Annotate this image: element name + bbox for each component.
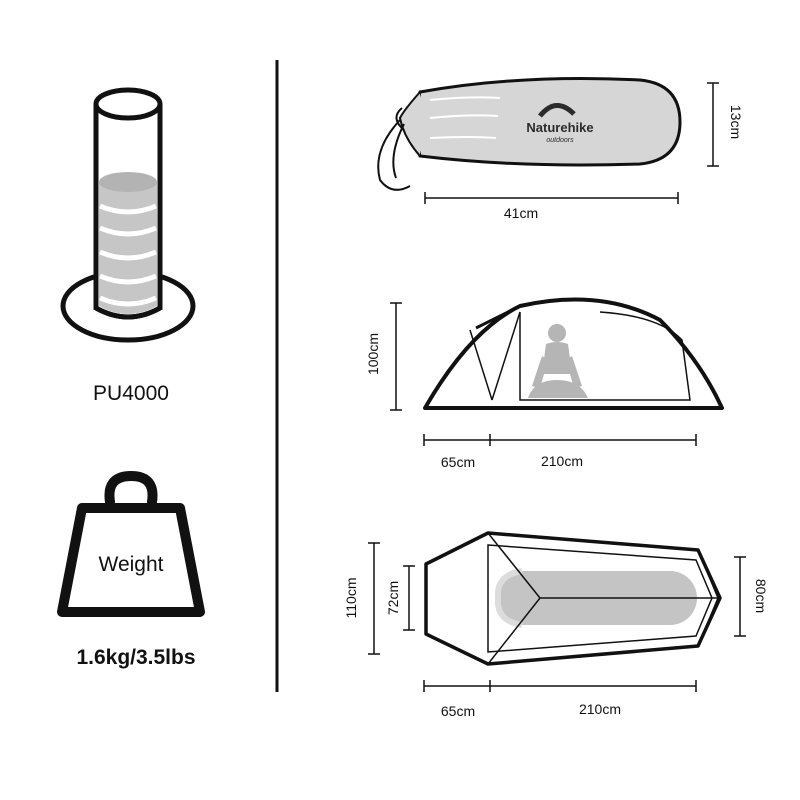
top-length-dimension: [423, 680, 697, 692]
top-outer-width-label: 110cm: [343, 578, 359, 619]
pack-length-dimension: [424, 192, 679, 204]
tent-top-view: [424, 531, 722, 666]
top-inner-foot-width-label: 80cm: [753, 579, 769, 613]
weight-value: 1.6kg/3.5lbs: [76, 646, 195, 669]
side-height-dimension: [390, 302, 402, 411]
side-inner-length-label: 210cm: [541, 453, 583, 469]
pack-bag-illustration: [377, 77, 682, 191]
top-inner-head-width-label: 72cm: [385, 581, 401, 615]
top-inner-foot-width-dimension: [734, 556, 746, 637]
brand-logo: Naturehike: [526, 120, 593, 135]
pack-diameter-label: 13cm: [728, 105, 744, 139]
coating-label: PU4000: [93, 382, 169, 405]
weight-icon-text: Weight: [99, 553, 164, 576]
side-height-label: 100cm: [365, 333, 381, 375]
tent-side-view: [423, 297, 724, 410]
top-inner-length-label: 210cm: [579, 701, 621, 717]
top-vestibule-label: 65cm: [441, 703, 475, 719]
pack-length-label: 41cm: [504, 205, 538, 221]
brand-logo-sub: outdoors: [546, 137, 574, 144]
person-silhouette: [528, 324, 588, 398]
pack-diameter-dimension: [707, 82, 719, 167]
top-inner-head-width-dimension: [403, 565, 415, 631]
waterproof-column-icon: [60, 87, 196, 343]
weight-icon: [57, 470, 205, 617]
side-length-dimension: [423, 434, 697, 446]
side-vestibule-label: 65cm: [441, 454, 475, 470]
top-outer-width-dimension: [368, 542, 380, 655]
